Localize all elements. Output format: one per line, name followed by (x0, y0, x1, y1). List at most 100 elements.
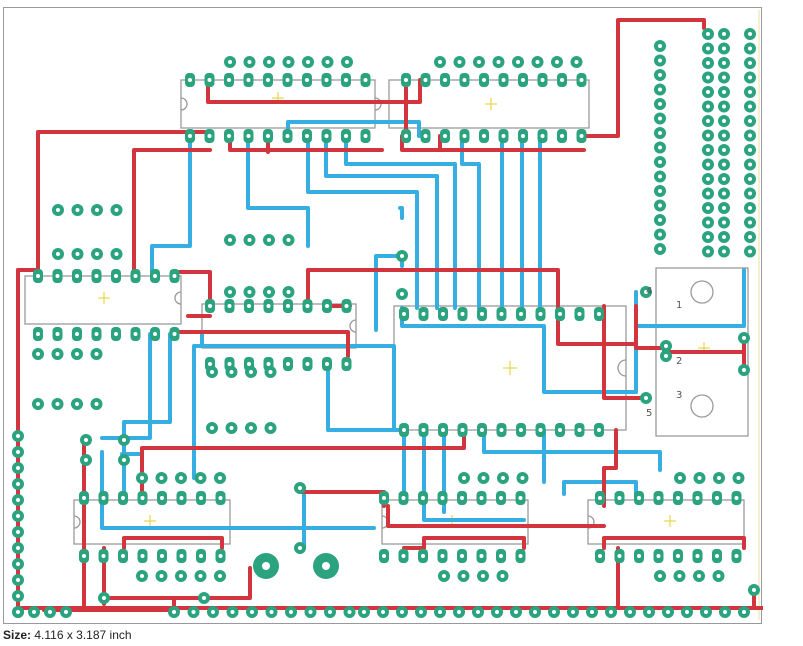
drill-hole (722, 133, 726, 138)
drill-hole (305, 304, 310, 308)
drill-hole (324, 78, 329, 82)
drill-hole (658, 73, 662, 77)
drill-hole (160, 554, 164, 558)
board-size-readout: Size: 4.116 x 3.187 inch (3, 628, 132, 642)
drill-hole (172, 274, 177, 278)
drill-hole (518, 496, 523, 500)
drill-hole (685, 610, 689, 614)
drill-hole (748, 220, 752, 225)
drill-hole (481, 574, 485, 578)
drill-hole (267, 60, 271, 64)
ic-outline-u6 (73, 499, 231, 545)
drill-hole (227, 134, 231, 138)
drill-hole (656, 496, 661, 500)
drill-hole (160, 496, 164, 500)
drill-hole (84, 438, 88, 442)
drill-hole (114, 208, 119, 212)
drill-hole (400, 610, 404, 614)
drill-hole (16, 434, 20, 438)
drill-hole (218, 554, 223, 558)
drill-hole (706, 162, 710, 167)
drill-hole (644, 290, 648, 294)
drill-hole (597, 312, 601, 316)
drill-hole (421, 312, 426, 316)
drill-hole (402, 428, 406, 432)
drill-hole (228, 238, 232, 242)
drill-hole (460, 428, 465, 432)
drill-hole (381, 610, 385, 614)
drill-hole (305, 362, 310, 366)
drill-hole (704, 610, 708, 614)
drill-hole (75, 208, 80, 212)
drill-hole (266, 134, 270, 138)
drill-hole (676, 496, 680, 500)
drill-hole (521, 78, 525, 82)
drill-hole (734, 496, 739, 500)
drill-hole (555, 60, 559, 64)
drill-hole (571, 610, 575, 614)
drill-hole (518, 554, 523, 558)
drill-hole (748, 119, 752, 123)
drill-hole (664, 344, 668, 348)
drill-hole (227, 362, 232, 366)
drill-hole (440, 496, 445, 500)
ic-outline-u8 (587, 499, 745, 545)
drill-hole (715, 496, 719, 500)
drill-hole (722, 249, 726, 254)
drill-hole (658, 203, 662, 208)
drill-hole (419, 610, 423, 614)
drill-hole (697, 574, 701, 578)
drill-hole (362, 610, 366, 614)
drill-hole (421, 554, 425, 558)
drill-hole (476, 610, 480, 614)
drill-hole (56, 208, 60, 212)
drill-hole (285, 78, 290, 82)
drill-hole (55, 402, 60, 406)
drill-hole (598, 554, 602, 558)
drill-hole (519, 312, 523, 316)
drill-hole (247, 304, 251, 308)
connector-outline (655, 267, 749, 437)
drill-hole (722, 177, 726, 181)
drill-hole (199, 554, 203, 558)
drill-hole (706, 32, 710, 36)
drill-hole (421, 428, 426, 432)
drill-hole (133, 274, 138, 278)
drill-hole (36, 352, 40, 356)
drill-hole (210, 370, 214, 374)
drill-hole (191, 610, 196, 614)
drill-hole (658, 145, 662, 150)
drill-hole (706, 148, 710, 152)
drill-hole (75, 274, 79, 278)
drill-hole (658, 232, 662, 237)
drill-hole (16, 562, 20, 566)
drill-hole (140, 574, 144, 578)
drill-hole (267, 238, 271, 242)
drill-hole (678, 476, 682, 480)
drill-hole (114, 332, 118, 336)
drill-hole (658, 247, 662, 251)
drill-hole (305, 78, 309, 82)
drill-hole (501, 78, 506, 82)
pin-label-4: 4 (646, 286, 652, 297)
drill-hole (722, 75, 726, 80)
drill-hole (748, 162, 752, 167)
drill-hole (285, 134, 290, 138)
drill-hole (423, 78, 428, 82)
drill-hole (748, 46, 752, 51)
drill-hole (706, 191, 710, 196)
drill-hole (179, 554, 184, 558)
drill-hole (16, 530, 20, 534)
drill-hole (94, 402, 99, 406)
drill-hole (286, 304, 290, 308)
drill-hole (658, 189, 662, 193)
drill-hole (722, 148, 726, 152)
drill-hole (748, 206, 752, 210)
drill-hole (574, 60, 579, 64)
drill-hole (247, 238, 252, 242)
drill-hole (421, 496, 425, 500)
drill-hole (637, 496, 641, 500)
drill-hole (382, 554, 386, 558)
drill-hole (122, 458, 126, 462)
drill-hole (344, 362, 349, 366)
